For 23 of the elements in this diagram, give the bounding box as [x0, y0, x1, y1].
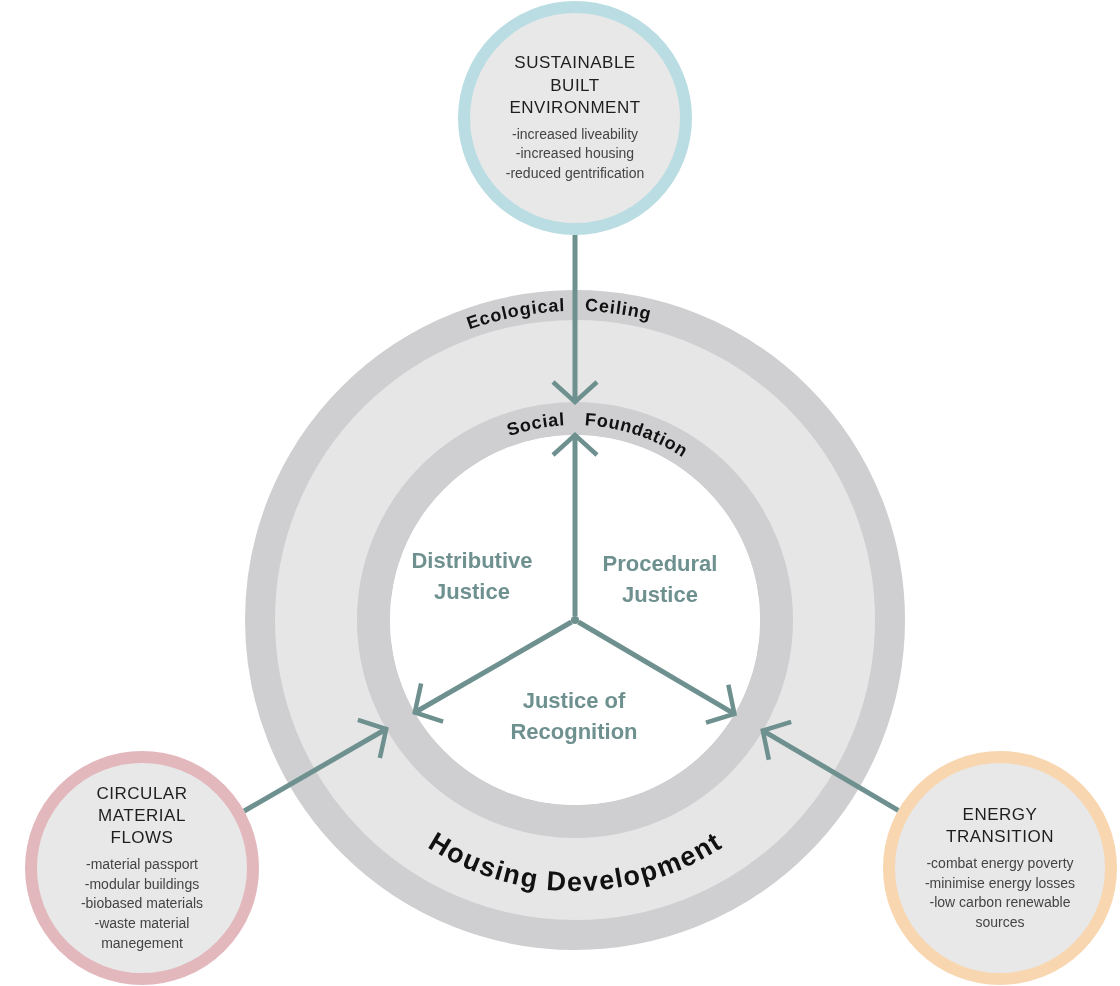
circle-heading: SUSTAINABLE BUILT ENVIRONMENT	[508, 52, 642, 119]
junction-dot	[571, 616, 579, 624]
circle-heading: CIRCULAR MATERIAL FLOWS	[95, 782, 189, 850]
justice-label: Justice of Recognition	[509, 687, 639, 746]
bullet-text: -combat energy poverty	[926, 853, 1074, 873]
bullet-text: -increased liveability	[511, 124, 639, 144]
arrow	[577, 619, 737, 725]
arrow	[412, 619, 573, 724]
arrow	[242, 717, 389, 814]
bullet-text: -minimise energy losses	[924, 873, 1076, 893]
bullet-text: -modular buildings	[84, 874, 200, 894]
bullet-text: -low carbon renewable sources	[928, 893, 1072, 932]
bullet-text: -waste material manegement	[93, 913, 191, 953]
arrow	[550, 432, 600, 616]
justice-label: Distributive Justice	[410, 547, 534, 606]
circle-heading: ENERGY TRANSITION	[945, 803, 1055, 848]
bullet-text: -biobased materials	[80, 894, 204, 914]
justice-label: Procedural Justice	[601, 550, 719, 609]
arrow	[760, 719, 900, 813]
bullet-text: -increased housing	[515, 144, 635, 164]
arrow	[550, 235, 600, 405]
bullet-text: -reduced gentrification	[505, 163, 645, 183]
bullet-text: -material passport	[85, 855, 198, 875]
